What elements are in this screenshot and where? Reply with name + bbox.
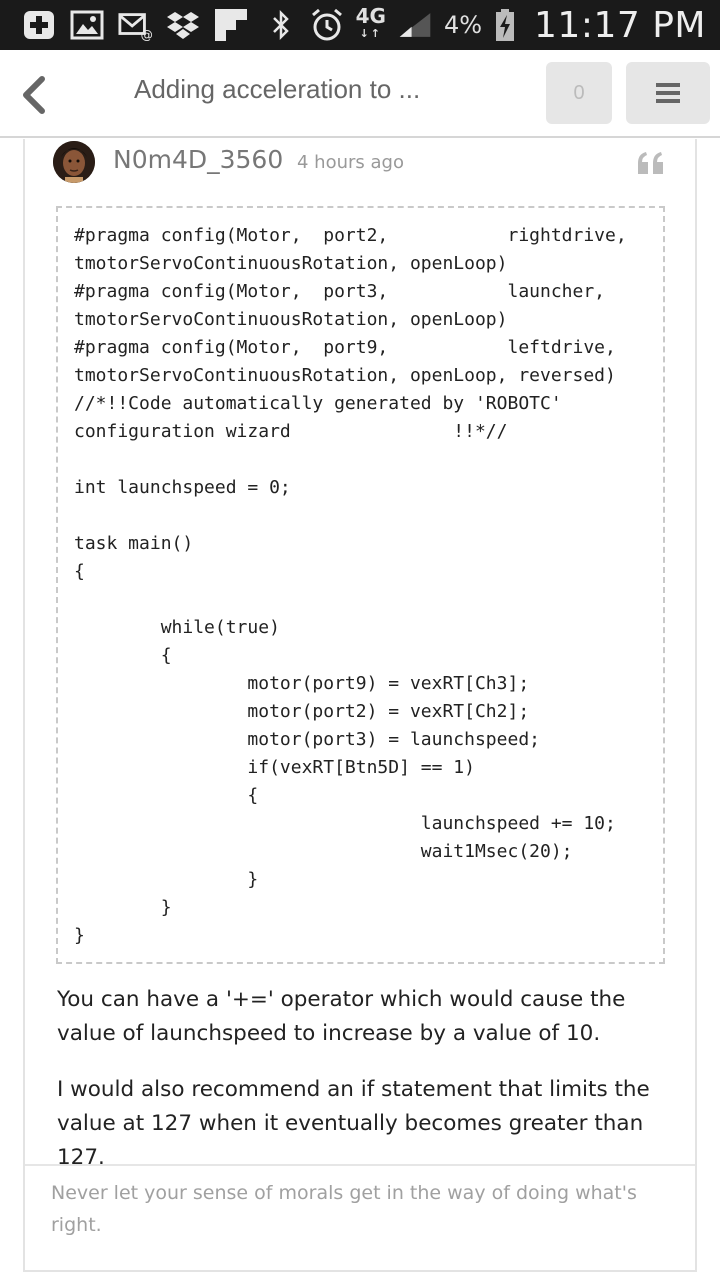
signature-divider: [25, 1164, 695, 1166]
signal-icon: [398, 9, 432, 41]
count-badge[interactable]: 0: [546, 62, 612, 124]
battery-charging-icon: [494, 9, 516, 41]
menu-icon: [656, 83, 680, 103]
page-title: Adding acceleration to ...: [134, 74, 421, 104]
back-chevron-icon: [23, 76, 45, 114]
flipboard-icon: [214, 9, 248, 41]
add-icon: [22, 9, 56, 41]
post-paragraph: I would also recommend an if statement t…: [57, 1077, 650, 1170]
bluetooth-icon: [264, 9, 298, 41]
post-username[interactable]: N0m4D_3560: [113, 145, 284, 174]
quote-icon[interactable]: [637, 151, 665, 175]
image-icon: [70, 9, 104, 41]
mail-icon: @: [118, 9, 152, 41]
alarm-icon: [310, 8, 344, 41]
network-type: 4G↓↑: [355, 4, 386, 40]
svg-text:@: @: [141, 28, 152, 41]
dropbox-icon: [166, 9, 200, 41]
post-card: N0m4D_3560 4 hours ago #pragma config(Mo…: [23, 139, 697, 1272]
status-bar: @ 4G↓↑ 4% 11:17 PM: [0, 0, 720, 50]
user-signature: Never let your sense of morals get in th…: [51, 1182, 637, 1236]
menu-button[interactable]: [626, 62, 710, 124]
battery-percent: 4%: [443, 11, 483, 39]
code-text: #pragma config(Motor, port2, rightdrive,…: [74, 225, 627, 946]
post-timestamp: 4 hours ago: [297, 152, 404, 173]
back-button[interactable]: [14, 72, 54, 118]
topic-header: Adding acceleration to ... 0: [0, 50, 720, 138]
post-paragraph: You can have a '+=' operator which would…: [57, 987, 626, 1046]
clock: 11:17 PM: [534, 4, 706, 46]
avatar[interactable]: [53, 141, 95, 183]
code-block: #pragma config(Motor, port2, rightdrive,…: [56, 206, 665, 964]
